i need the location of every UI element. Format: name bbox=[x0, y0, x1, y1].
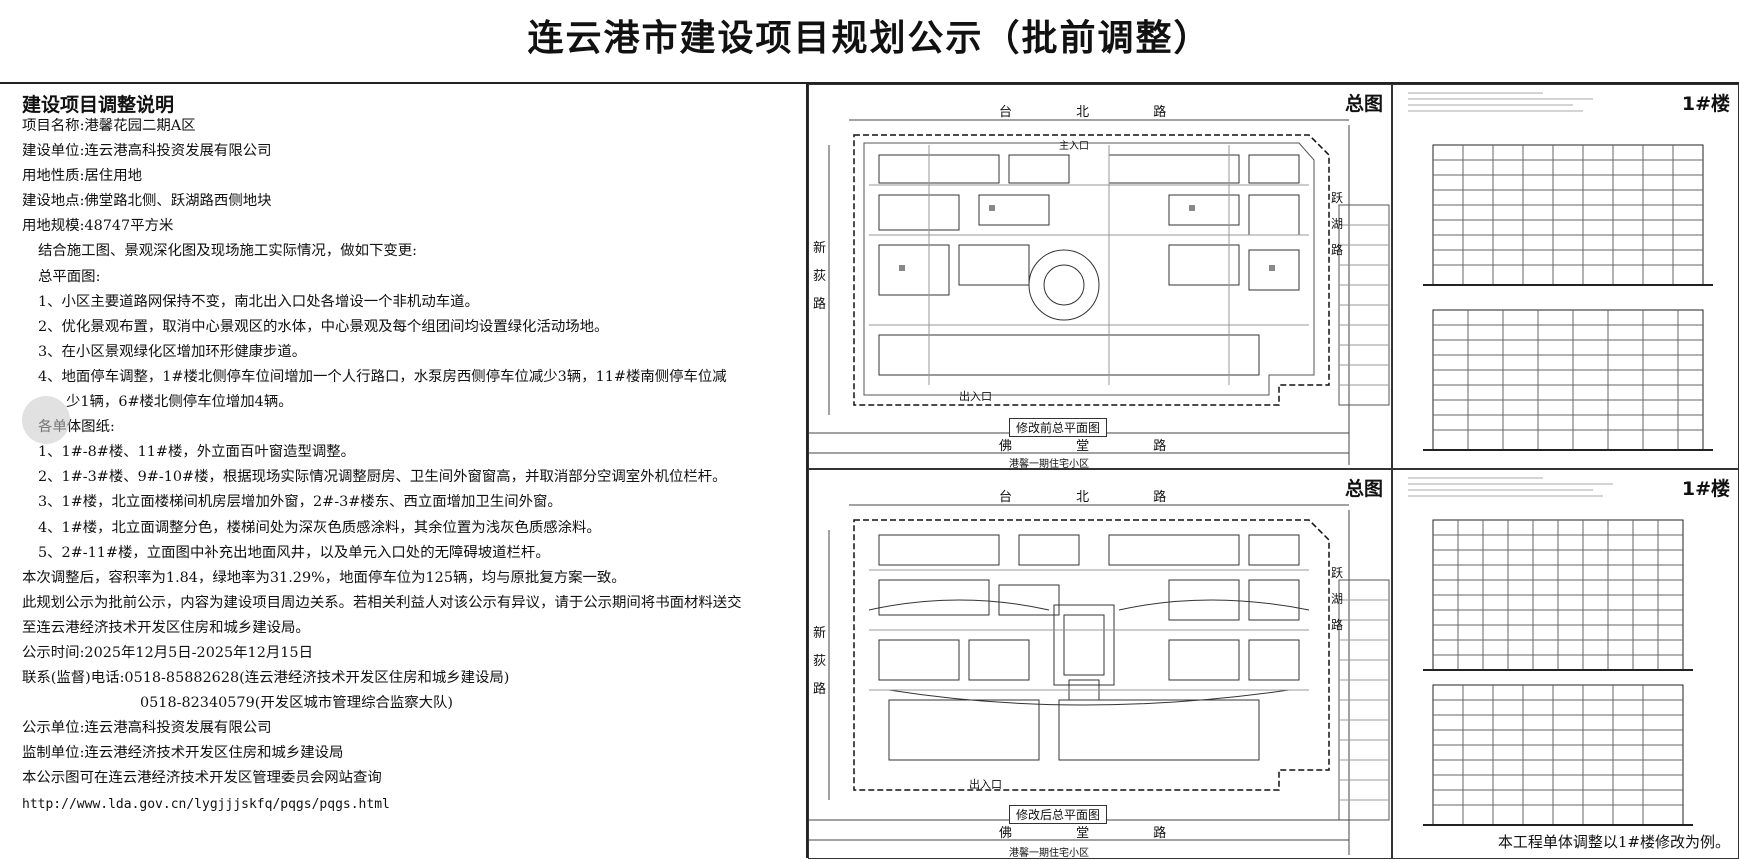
building-elevation-after: 1#楼 本工程单体调整以1#楼修改为例。 bbox=[1392, 469, 1739, 859]
site-plan-before-drawing bbox=[809, 119, 1390, 465]
building-label: 1#楼 bbox=[1681, 93, 1730, 115]
developer: 建设单位:连云港高科投资发展有限公司 bbox=[22, 143, 272, 160]
notice-period: 公示时间:2025年12月5日-2025年12月15日 bbox=[22, 644, 313, 661]
building-elevation-before: 1#楼 bbox=[1392, 84, 1739, 469]
site-plan-heading: 总平面图: bbox=[38, 268, 101, 285]
footer-note: 本工程单体调整以1#楼修改为例。 bbox=[1497, 833, 1730, 851]
road-east-label: 跃 湖 路 bbox=[1331, 566, 1344, 632]
building-item: 2、1#-3#楼、9#-10#楼，根据现场实际情况调整厨房、卫生间外窗窗高，并取… bbox=[38, 469, 727, 486]
publisher: 公示单位:连云港高科投资发展有限公司 bbox=[22, 720, 272, 737]
entrance-label: 出入口 bbox=[959, 390, 992, 403]
road-north-label: 台 北 路 bbox=[999, 490, 1197, 505]
description-heading: 建设项目调整说明 bbox=[22, 94, 175, 116]
website-link[interactable]: http://www.lda.gov.cn/lygjjjskfq/pqgs/pq… bbox=[22, 796, 390, 812]
site-item: 3、在小区景观绿化区增加环形健康步道。 bbox=[38, 343, 307, 360]
site-plan-after: 总图 台 北 路 佛 堂 路 新 荻 路 跃 湖 路 出入口 修改后总平面图 港… bbox=[808, 469, 1392, 859]
adjustment-description: 建设项目调整说明 项目名称:港馨花园二期A区 建设单位:连云港高科投资发展有限公… bbox=[0, 84, 808, 858]
summary-text: 本次调整后，容积率为1.84，绿地率为31.29%，地面停车位为125辆，均与原… bbox=[22, 569, 626, 586]
road-east-label: 跃 湖 路 bbox=[1331, 191, 1344, 257]
notice-text: 此规划公示为批前公示，内容为建设项目周边关系。若相关利益人对该公示有异议，请于公… bbox=[22, 594, 742, 611]
contact-phone: 联系(监督)电话:0518-85882628(连云港经济技术开发区住房和城乡建设… bbox=[22, 670, 510, 687]
page-title: 连云港市建设项目规划公示（批前调整） bbox=[527, 17, 1212, 59]
project-name: 项目名称:港馨花园二期A区 bbox=[22, 118, 196, 134]
before-caption: 修改前总平面图 bbox=[1009, 418, 1108, 437]
site-plan-label: 总图 bbox=[1344, 478, 1383, 500]
website-note: 本公示图可在连云港经济技术开发区管理委员会网站查询 bbox=[22, 770, 382, 787]
building-heading: 各单体图纸: bbox=[38, 419, 115, 436]
site-item: 2、优化景观布置，取消中心景观区的水体，中心景观及每个组团间均设置绿化活动场地。 bbox=[38, 318, 609, 335]
road-north-label: 台 北 路 bbox=[999, 105, 1197, 120]
supervisor: 监制单位:连云港经济技术开发区住房和城乡建设局 bbox=[22, 745, 344, 762]
contact-phone-2: 0518-82340579(开发区城市管理综合监察大队) bbox=[140, 695, 454, 712]
notice-text: 至连云港经济技术开发区住房和城乡建设局。 bbox=[22, 619, 310, 636]
site-item: 4、地面停车调整，1#楼北侧停车位间增加一个人行路口，水泵房西侧停车位减少3辆，… bbox=[38, 368, 727, 385]
building-label: 1#楼 bbox=[1681, 478, 1730, 500]
north-entrance-label: 主入口 bbox=[1059, 141, 1089, 152]
entrance-label: 出入口 bbox=[969, 778, 1002, 791]
road-south-label: 佛 堂 路 bbox=[999, 826, 1197, 841]
site-plan-label: 总图 bbox=[1344, 93, 1383, 115]
road-west-label: 新 荻 路 bbox=[813, 626, 827, 697]
building-elevation-before-drawing bbox=[1408, 92, 1713, 451]
after-caption: 修改后总平面图 bbox=[1009, 805, 1108, 824]
neighbor-label: 港馨一期住宅小区 bbox=[1009, 459, 1089, 469]
land-use: 用地性质:居住用地 bbox=[22, 168, 142, 185]
location: 建设地点:佛堂路北侧、跃湖路西侧地块 bbox=[22, 193, 272, 210]
building-item: 3、1#楼，北立面楼梯间机房层增加外窗，2#-3#楼东、西立面增加卫生间外窗。 bbox=[38, 494, 562, 511]
building-item: 5、2#-11#楼，立面图中补充出地面风井，以及单元入口处的无障碍坡道栏杆。 bbox=[38, 544, 550, 561]
prev-nav-button[interactable] bbox=[22, 396, 70, 444]
site-item: 1、小区主要道路网保持不变，南北出入口处各增设一个非机动车道。 bbox=[38, 293, 479, 310]
building-item: 1、1#-8#楼、11#楼，外立面百叶窗造型调整。 bbox=[38, 444, 356, 461]
neighbor-label: 港馨一期住宅小区 bbox=[1009, 848, 1089, 859]
site-item-continued: 少1辆，6#楼北侧停车位增加4辆。 bbox=[66, 394, 293, 411]
land-scale: 用地规模:48747平方米 bbox=[22, 218, 174, 235]
road-south-label: 佛 堂 路 bbox=[999, 439, 1197, 454]
building-elevation-after-drawing bbox=[1408, 477, 1693, 826]
content-frame bbox=[0, 82, 1739, 860]
building-item: 4、1#楼，北立面调整分色，楼梯间处为深灰色质感涂料，其余位置为浅灰色质感涂料。 bbox=[38, 519, 601, 536]
road-west-label: 新 荻 路 bbox=[813, 241, 827, 312]
site-plan-before: 总图 台 北 路 佛 堂 路 新 荻 路 跃 湖 路 出入口 主入口 修改前总平… bbox=[808, 84, 1392, 469]
site-plan-after-drawing bbox=[809, 504, 1390, 855]
intro-text: 结合施工图、景观深化图及现场施工实际情况，做如下变更: bbox=[38, 243, 418, 260]
